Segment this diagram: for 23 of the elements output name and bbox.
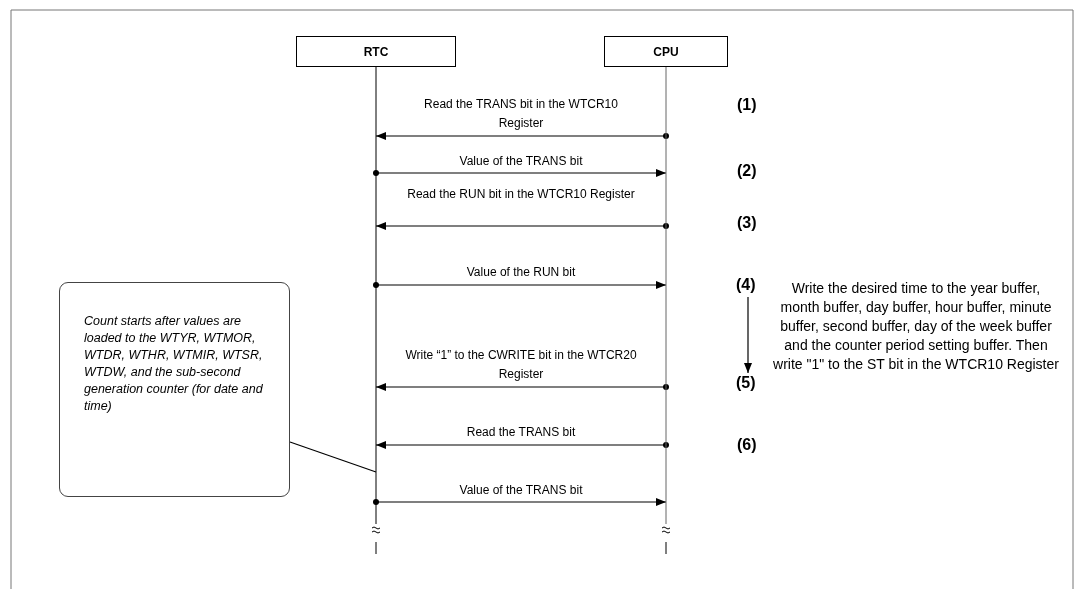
message-arrow <box>373 169 667 177</box>
arrow <box>744 296 752 374</box>
step-number: (5) <box>736 374 762 393</box>
participant-box: CPU <box>604 36 728 67</box>
message-arrow <box>375 222 669 230</box>
message-label: Read the TRANS bit in the WTCR10 Register <box>423 96 619 132</box>
message-label: Read the RUN bit in the WTCR10 Register <box>406 186 636 203</box>
message-arrow <box>373 498 667 506</box>
leader-line <box>289 441 377 473</box>
message-label: Read the TRANS bit <box>465 424 577 441</box>
step-number: (4) <box>736 276 762 295</box>
message-arrow <box>375 132 669 140</box>
note-box <box>59 282 290 497</box>
description-text: Write the desired time to the year buffer, month buffer, day buffer, hour buffer, minute buffer, second buffer, day of the week buffer and the counter period setting buffer. Then write "1" to the ST bit in the WTCR10 Register <box>772 279 1060 374</box>
message-label: Value of the RUN bit <box>465 264 577 281</box>
message-label: Value of the TRANS bit <box>458 153 584 170</box>
message-arrow <box>375 383 669 391</box>
message-arrow <box>375 441 669 449</box>
note-text: Count starts after values are loaded to the WTYR, WTMOR, WTDR, WTHR, WTMIR, WTSR, WTDW, and the sub-second generation counter (for date and time) <box>84 313 264 415</box>
message-label: Value of the TRANS bit <box>458 482 584 499</box>
message-label: Write “1” to the CWRITE bit in the WTCR20 Register <box>404 347 638 383</box>
participant-box: RTC <box>296 36 456 67</box>
message-arrow <box>373 281 667 289</box>
